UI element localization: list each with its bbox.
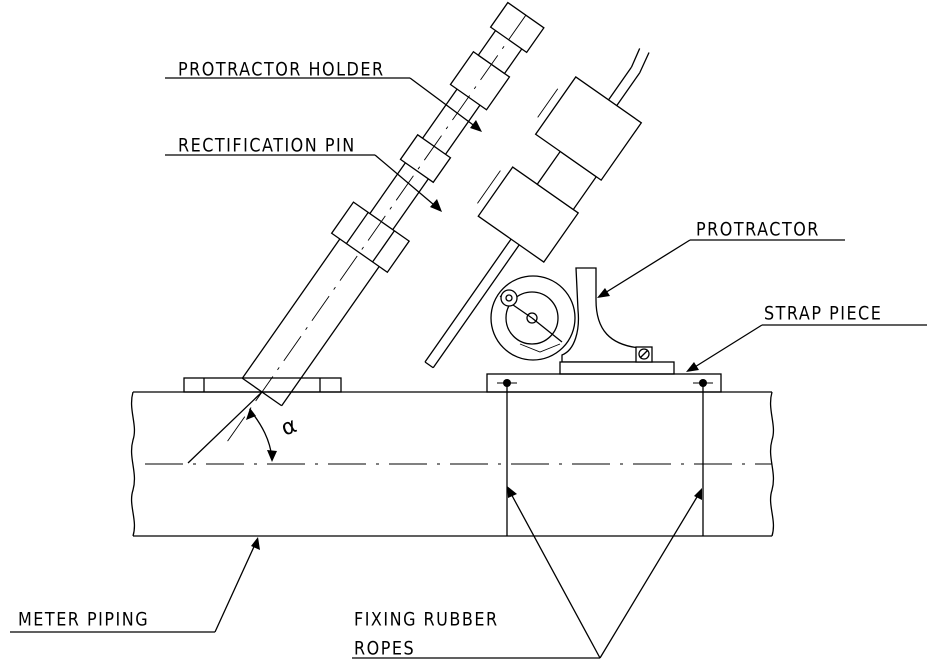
angle-marker (187, 391, 277, 464)
leaders (10, 77, 927, 659)
label-fixing-rubber-line1: FIXING RUBBER (354, 608, 499, 630)
strap-piece (486, 373, 722, 393)
protractor-dial (490, 275, 576, 361)
protractor-bracket (559, 267, 675, 375)
label-protractor-holder: PROTRACTOR HOLDER (178, 58, 385, 80)
label-fixing-rubber-line2: ROPES (354, 637, 416, 659)
tube-base-plate (183, 377, 342, 393)
label-rectification-pin: RECTIFICATION PIN (178, 134, 356, 156)
meter-pipe (130, 391, 775, 537)
protractor-bar (424, 48, 650, 369)
label-strap-piece: STRAP PIECE (764, 302, 883, 324)
label-meter-piping: METER PIPING (18, 608, 150, 630)
label-protractor: PROTRACTOR (696, 218, 820, 240)
fixing-ropes (506, 383, 704, 536)
inclined-tube (227, 1, 545, 442)
